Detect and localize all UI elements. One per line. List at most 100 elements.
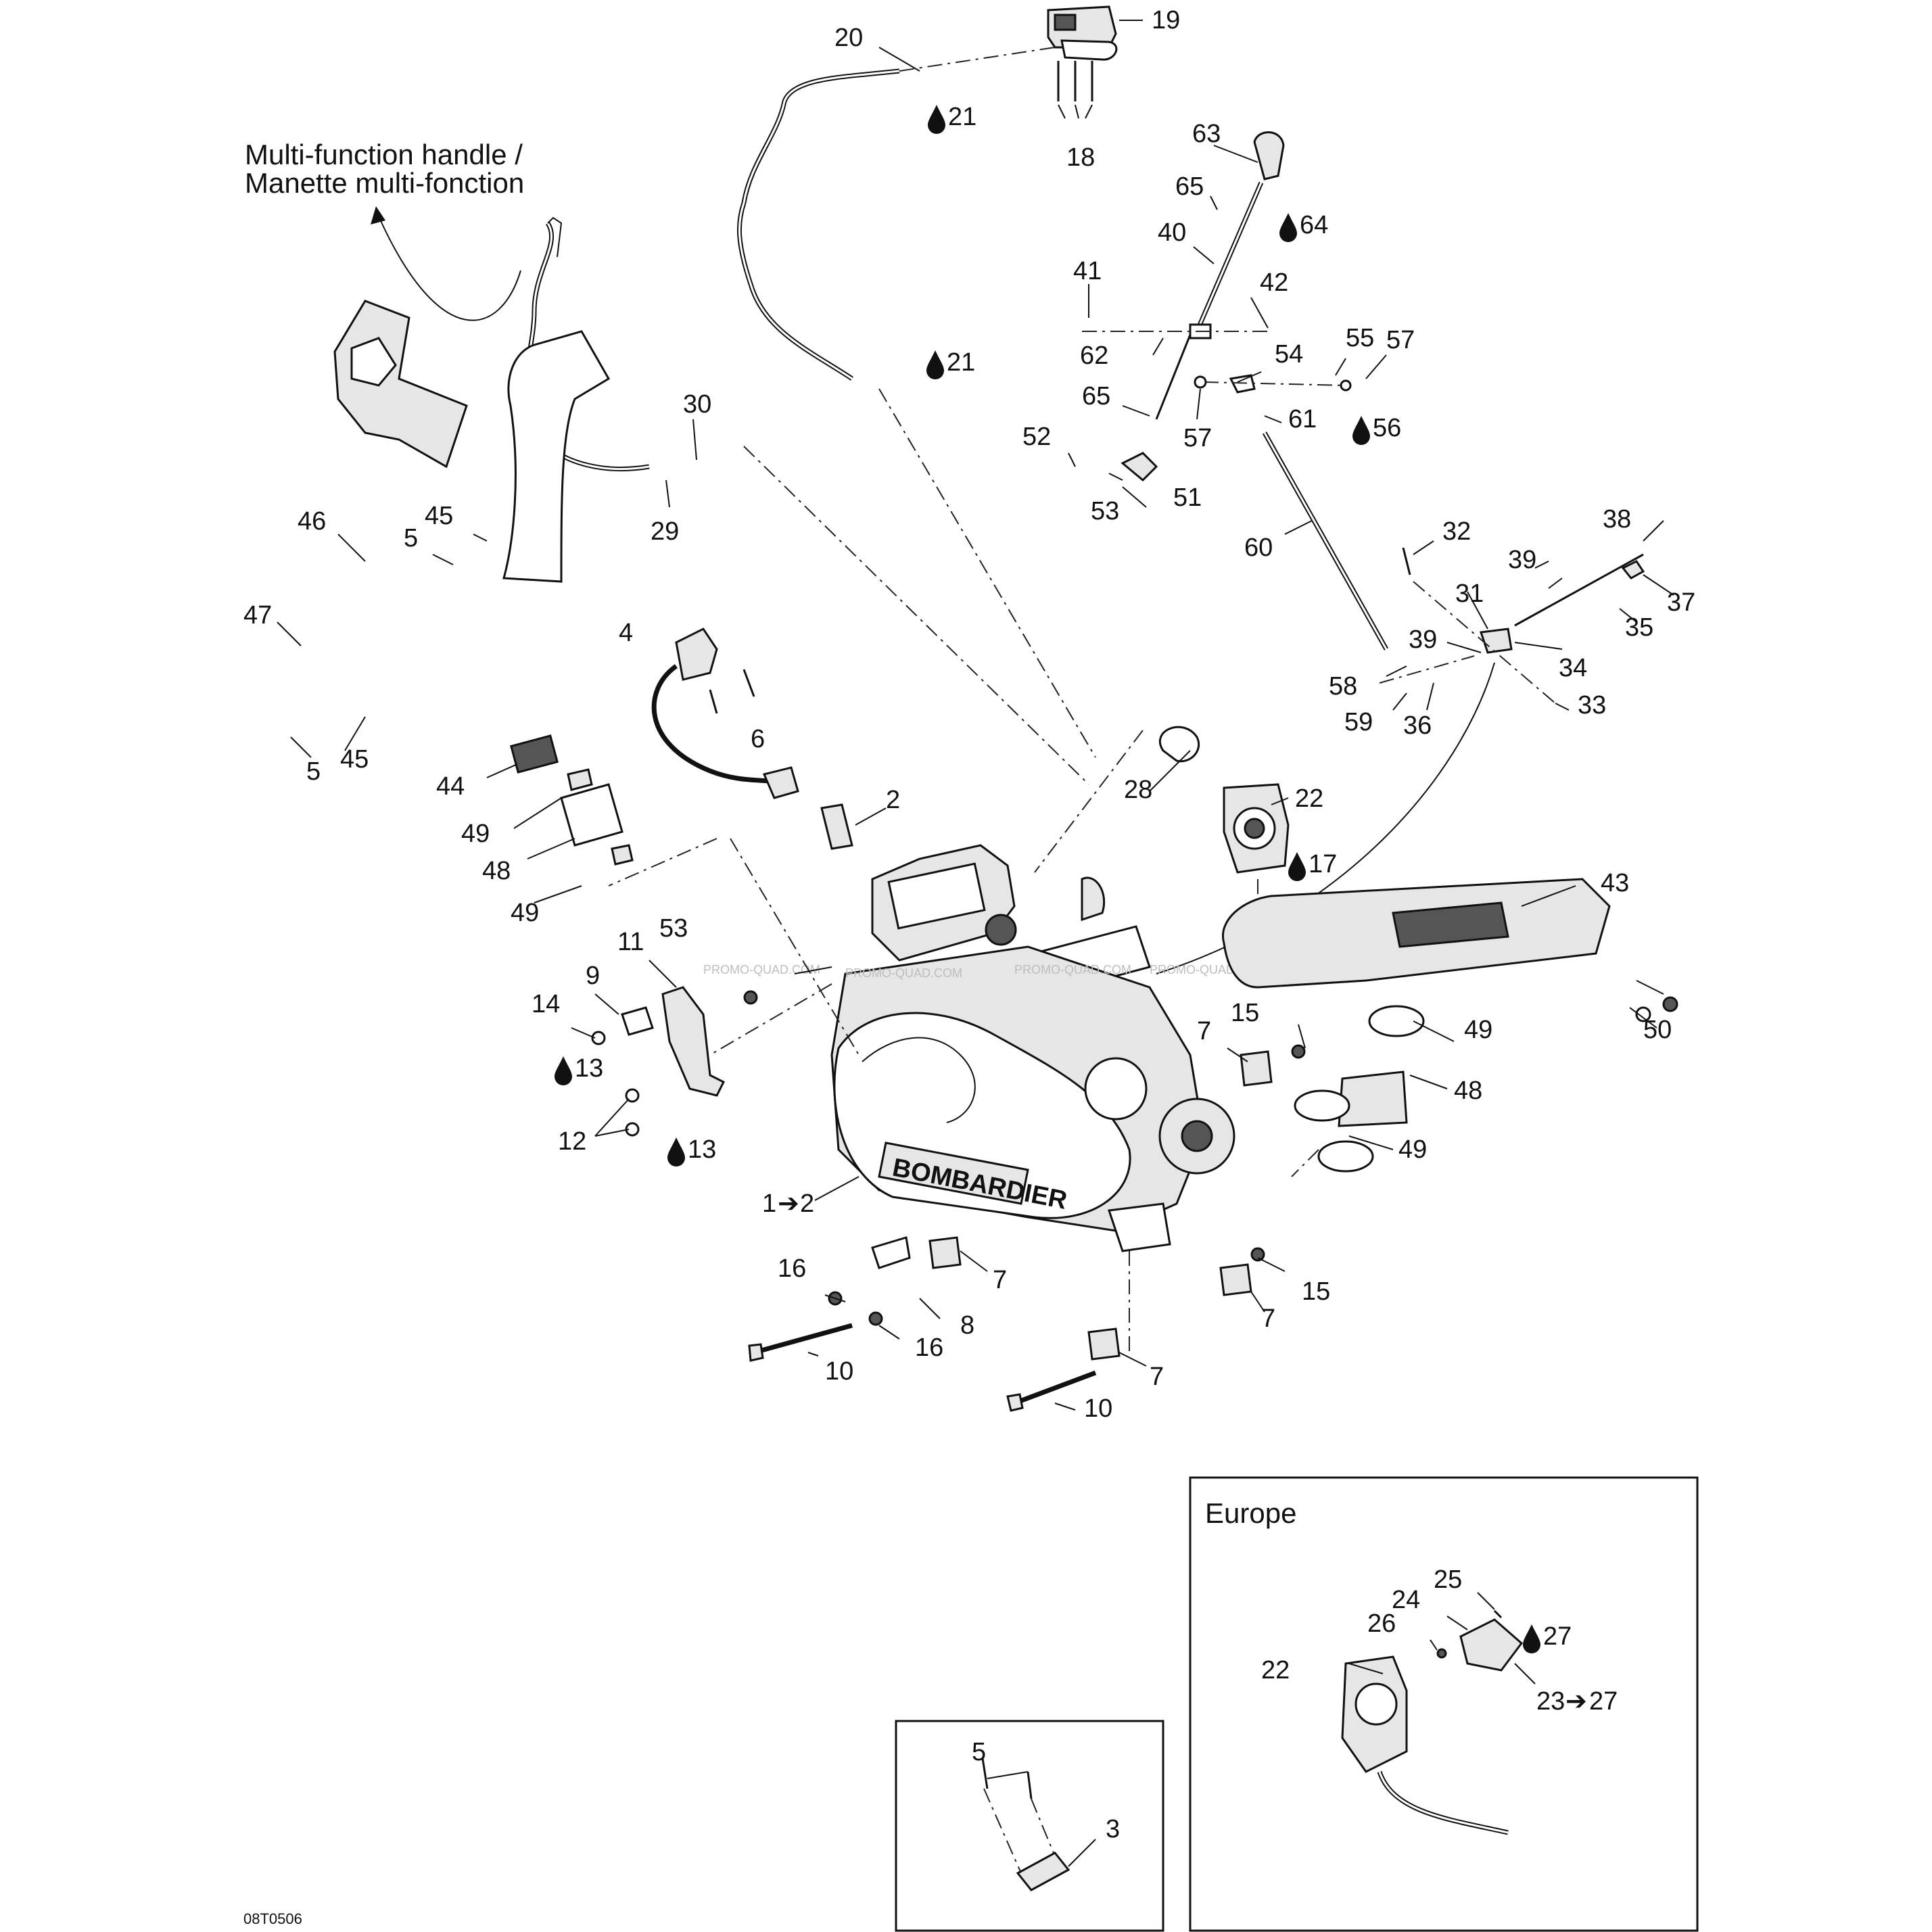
bolts-10: [748, 1323, 1097, 1412]
callout-51: 51: [1173, 484, 1202, 512]
callout-16-b: 16: [915, 1334, 943, 1362]
callout-15-a: 15: [1231, 999, 1259, 1027]
callout-1-arrow: ➔: [778, 1189, 799, 1218]
callout-13-a: 13: [575, 1054, 603, 1083]
callout-64: 64: [1300, 211, 1328, 239]
callout-numbers: 19 20 21 18 63 65 64 40 41 42 62 55 57 5…: [243, 6, 1695, 1843]
callout-29: 29: [651, 517, 679, 546]
clamps-49: [1294, 1005, 1425, 1173]
callout-12: 12: [558, 1127, 586, 1156]
droplet-icon-13b: [667, 1137, 685, 1167]
callout-21-mid: 21: [947, 348, 975, 377]
air-duct-43: [1222, 878, 1678, 1022]
callout-46: 46: [298, 507, 326, 536]
callout-3: 3: [1106, 1815, 1120, 1843]
shift-lever: [1082, 131, 1285, 482]
callout-65-top: 65: [1175, 172, 1204, 201]
callout-10-a: 10: [825, 1357, 853, 1386]
callout-23-arrow: ➔: [1565, 1687, 1587, 1716]
droplet-icon-21b: [926, 350, 944, 379]
callout-11: 11: [617, 928, 644, 956]
callout-49-d: 49: [1398, 1135, 1427, 1164]
callout-14: 14: [532, 990, 560, 1018]
callout-41: 41: [1073, 257, 1102, 285]
callout-24: 24: [1392, 1586, 1420, 1614]
droplet-icons: [555, 105, 1540, 1653]
carburetor-22: [1034, 726, 1290, 906]
callout-44: 44: [436, 772, 465, 801]
callout-27: 27: [1543, 1622, 1572, 1651]
callout-19: 19: [1152, 6, 1180, 34]
watermark-2: PROMO-QUAD.COM: [845, 966, 962, 980]
watermark-3: PROMO-QUAD.COM: [1014, 963, 1131, 976]
callout-45-top: 45: [425, 502, 453, 530]
callout-9: 9: [586, 962, 600, 990]
guard-46: [333, 300, 468, 469]
callout-7-a: 7: [1197, 1017, 1211, 1045]
callout-10-b: 10: [1084, 1394, 1112, 1423]
ignition-coil-4: [651, 628, 799, 799]
engine-mounts-7: [828, 1044, 1306, 1361]
coupling-48: [560, 768, 634, 866]
callout-1-to: 2: [800, 1189, 814, 1218]
droplet-icon-13a: [555, 1056, 572, 1085]
callout-52: 52: [1022, 423, 1051, 451]
callout-57-mid: 57: [1183, 424, 1212, 452]
droplet-icon-56: [1352, 416, 1370, 445]
callout-22-europe: 22: [1261, 1656, 1290, 1684]
callout-58: 58: [1329, 672, 1357, 701]
callout-1: 1: [762, 1189, 776, 1218]
spark-plug-2: [820, 803, 853, 850]
callout-49-b: 49: [511, 899, 539, 927]
engine-assembly: BOMBARDIER: [830, 844, 1235, 1252]
callout-53-left: 53: [659, 914, 688, 943]
callout-28: 28: [1124, 776, 1152, 804]
callout-5-left: 5: [306, 757, 321, 786]
callout-21-top: 21: [948, 103, 976, 131]
handle-arrow-head: [371, 206, 385, 225]
intake-duct-44: [502, 330, 611, 774]
throttle-housing: [1047, 5, 1118, 61]
callout-65-mid: 65: [1082, 382, 1110, 410]
callout-38: 38: [1603, 505, 1631, 534]
droplet-icon-27: [1523, 1624, 1540, 1653]
shift-linkage: [1156, 547, 1645, 974]
callout-54: 54: [1275, 340, 1303, 369]
callout-7-c: 7: [1261, 1304, 1275, 1333]
callout-22: 22: [1295, 784, 1323, 813]
europe-note: Europe: [1205, 1497, 1296, 1529]
callout-30: 30: [683, 390, 711, 419]
droplet-icon-17: [1288, 852, 1306, 881]
callout-32: 32: [1442, 517, 1471, 546]
callout-23-to: 27: [1589, 1687, 1618, 1716]
callout-56: 56: [1373, 414, 1401, 442]
callout-40: 40: [1158, 218, 1186, 247]
callout-5-inset: 5: [972, 1738, 986, 1766]
callout-48-b: 48: [1454, 1077, 1482, 1105]
callout-53-top: 53: [1091, 497, 1119, 525]
leader-lines: [277, 20, 1674, 1411]
callout-61: 61: [1288, 405, 1317, 433]
droplet-icon-21a: [928, 105, 945, 134]
inset-europe: [1189, 1476, 1699, 1932]
callout-25: 25: [1434, 1565, 1462, 1594]
callout-5-top: 5: [404, 524, 418, 552]
callout-8: 8: [960, 1311, 974, 1340]
callout-37: 37: [1667, 588, 1695, 617]
callout-42: 42: [1260, 268, 1288, 297]
callout-13-b: 13: [688, 1135, 716, 1164]
handle-note-line2: Manette multi-fonction: [245, 167, 524, 199]
callout-63: 63: [1192, 120, 1221, 148]
callout-59: 59: [1344, 708, 1373, 736]
screws-18: [1057, 61, 1093, 119]
callout-45-left: 45: [340, 745, 369, 774]
throttle-cable: [736, 47, 1096, 758]
handle-note-line1: Multi-function handle /: [245, 139, 523, 170]
callout-2: 2: [886, 786, 900, 814]
engine-support-11: [591, 986, 758, 1137]
callout-26: 26: [1367, 1609, 1396, 1638]
callout-17: 17: [1309, 850, 1337, 878]
callout-20: 20: [834, 24, 863, 52]
callout-39-mid: 39: [1409, 626, 1437, 654]
